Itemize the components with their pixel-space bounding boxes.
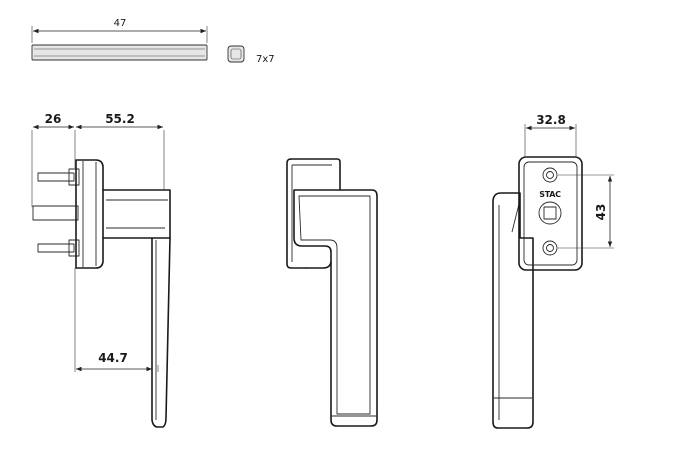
side-depth-label: 26 — [45, 112, 62, 126]
side-lever-label: 44.7 — [98, 351, 128, 365]
side-view: 26 55.2 44.7 — [31, 112, 171, 428]
side-projection-label: 55.2 — [105, 112, 135, 126]
brand-logo: STAC — [539, 190, 561, 199]
spindle-section-square — [227, 45, 245, 63]
rear-lever — [492, 192, 534, 429]
front-view — [286, 158, 378, 427]
rear-view: STAC 32.8 43 — [492, 113, 614, 429]
spindle-view: 47 7x7 — [31, 18, 275, 65]
rear-width-label: 32.8 — [536, 113, 566, 127]
front-bracket — [290, 158, 341, 191]
rear-spindle-boss — [538, 201, 562, 225]
side-base-plate — [75, 159, 104, 269]
front-lever — [293, 189, 378, 427]
rear-screw-hole-top — [542, 167, 558, 183]
rear-screw-hole-bottom — [542, 240, 558, 256]
spindle-bar — [31, 44, 208, 61]
side-lever — [151, 237, 171, 428]
spindle-section-label: 7x7 — [256, 54, 275, 65]
spindle-length-label: 47 — [114, 18, 127, 29]
rear-base-plate — [518, 156, 583, 271]
rear-hole-spacing-label: 43 — [594, 204, 608, 221]
rear-spindle-hole — [543, 206, 557, 220]
